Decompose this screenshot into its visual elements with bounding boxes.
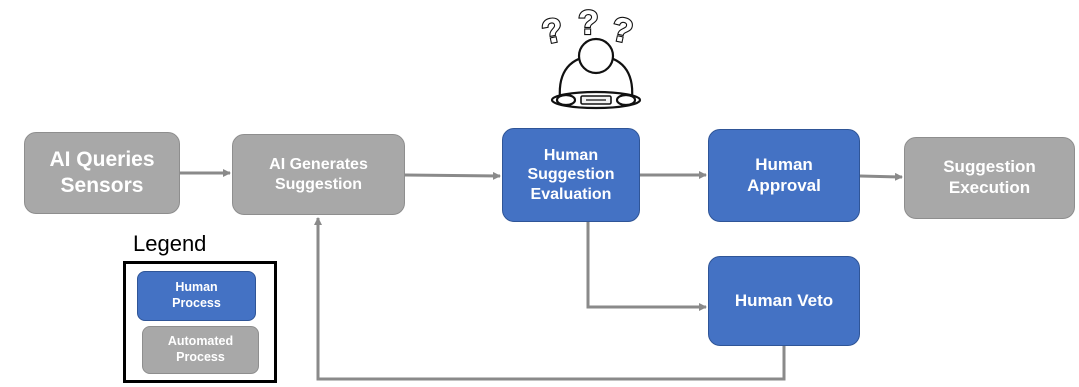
human-approval-box: Human Approval: [708, 129, 860, 222]
human-suggestion-evaluation-box: Human Suggestion Evaluation: [502, 128, 640, 222]
human-veto-box: Human Veto: [708, 256, 860, 346]
ai-queries-sensors-box: AI Queries Sensors: [24, 132, 180, 214]
legend: Human Process Automated Process: [123, 261, 277, 383]
arrow-evaluation-to-veto: [586, 222, 707, 311]
question-mark-middle: ?: [578, 4, 599, 42]
question-mark-left: ?: [539, 11, 567, 52]
ai-generates-suggestion-box: AI Generates Suggestion: [232, 134, 405, 215]
suggestion-execution-box: Suggestion Execution: [904, 137, 1075, 219]
arrow-generates-to-evaluation: [404, 171, 501, 180]
arrow-approval-to-execution: [859, 172, 903, 181]
legend-automated-process: Automated Process: [142, 326, 259, 374]
arrow-veto-to-generates: [314, 217, 786, 381]
legend-title: Legend: [133, 231, 207, 256]
legend-human-process: Human Process: [137, 271, 256, 321]
question-mark-right: ?: [608, 10, 636, 51]
